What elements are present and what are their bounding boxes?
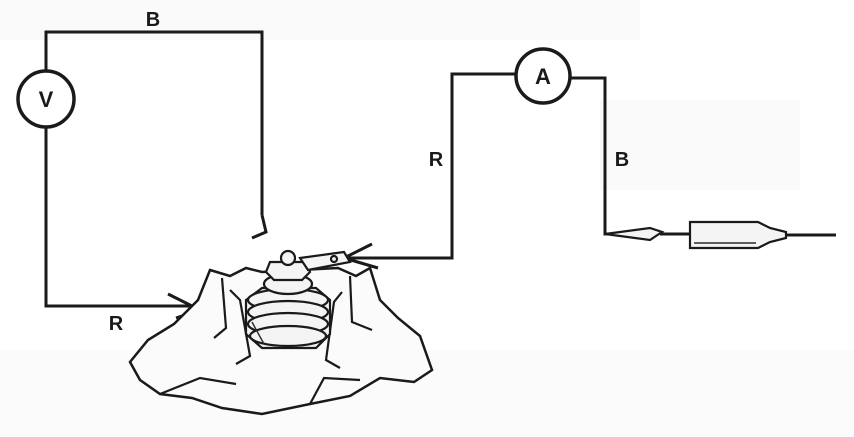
voltmeter-wire-bottom [44,126,190,308]
ammeter-symbol: A [535,64,551,89]
sender-thread-4 [248,324,328,348]
voltmeter-probe-terminal [251,214,268,240]
ammeter-circuit [343,72,620,270]
ammeter-clip-tip [343,242,379,270]
ammeter-dial [514,47,572,105]
probe-lead-connector [604,226,665,242]
sender-terminal-arm [298,250,352,272]
test-probe [604,220,836,250]
ammeter-wire-left [344,72,516,260]
sender-shading [251,321,265,345]
label-voltmeter-bottom-wire: R [109,313,124,335]
voltmeter-symbol: V [39,87,54,112]
label-voltmeter-top-wire: B [146,9,160,31]
label-ammeter-left-wire: R [429,149,444,171]
terminal-screw [279,249,297,267]
housing-edge-lower [159,376,361,405]
voltmeter-wire-top [44,30,264,215]
terminal-tab-hole [329,254,339,264]
ammeter: A [514,47,572,105]
voltmeter: V [16,69,76,129]
sender-unit [244,249,352,350]
housing-edge-right [348,275,373,332]
label-ammeter-right-wire: B [615,149,629,171]
voltmeter-dial [16,69,76,129]
housing-edge-left [213,277,228,339]
probe-body [688,220,788,250]
